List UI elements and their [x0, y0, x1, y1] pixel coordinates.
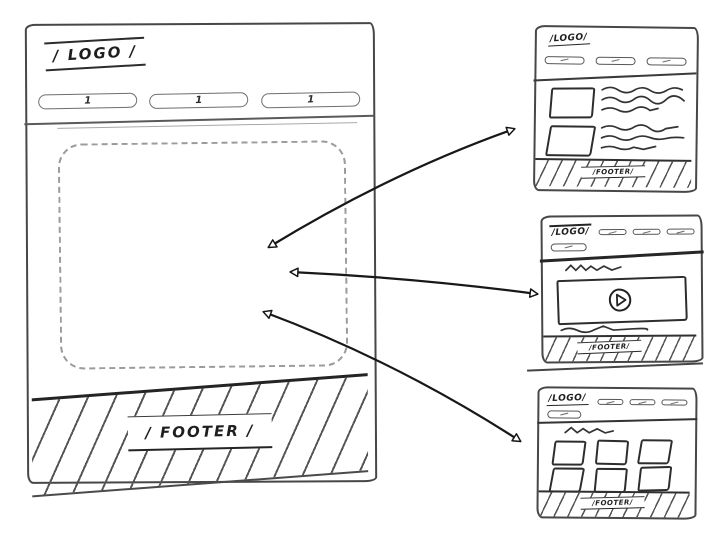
main-page-wireframe: / LOGO / 1 1 1 / FOOTER / [24, 22, 378, 498]
title-placeholder [565, 264, 622, 272]
thumbnail-list-page: /LOGO/ /FOOTER/ [532, 25, 700, 193]
logo-placeholder: /LOGO/ [549, 223, 592, 240]
title-placeholder [564, 426, 615, 434]
page-bottom-line [527, 362, 703, 372]
logo-placeholder: /LOGO/ [546, 392, 589, 407]
content-area-placeholder [57, 140, 349, 370]
header-divider [533, 72, 697, 82]
footer-label: /FOOTER/ [577, 339, 642, 355]
text-placeholder [560, 325, 649, 334]
logo-placeholder: / LOGO / [44, 36, 146, 72]
image-placeholder [544, 125, 597, 157]
footer-label: /FOOTER/ [580, 496, 645, 510]
nav-button [666, 228, 695, 235]
grid-item-placeholder [637, 465, 673, 492]
image-placeholder [548, 87, 596, 119]
nav-button [550, 243, 587, 252]
nav-button [597, 398, 624, 406]
nav-button: 1 [149, 92, 249, 109]
nav-button [544, 56, 585, 65]
grid-item-placeholder [551, 440, 587, 466]
footer-band: /FOOTER/ [543, 334, 697, 362]
media-frame [556, 275, 688, 326]
nav-button: 1 [38, 92, 138, 110]
footer-band: / FOOTER / [31, 373, 369, 498]
nav-button [661, 399, 688, 406]
grid-item-placeholder [636, 439, 674, 465]
text-placeholder [601, 86, 685, 113]
logo-placeholder: /LOGO/ [547, 31, 590, 47]
thumbnail-media-page: /LOGO/ /FOOTER/ [539, 214, 704, 364]
grid-item-placeholder [594, 439, 630, 466]
nav-button [646, 57, 687, 66]
nav-button [547, 410, 582, 419]
nav-bar [598, 228, 695, 236]
grid-item-placeholder [548, 467, 586, 493]
nav-button [629, 399, 656, 406]
nav-button: 1 [260, 91, 361, 109]
play-icon [608, 288, 632, 312]
nav-bar [544, 56, 687, 66]
footer-band: /FOOTER/ [535, 158, 692, 188]
header-divider [537, 418, 698, 424]
footer-label: /FOOTER/ [581, 165, 646, 179]
nav-button [598, 228, 627, 236]
footer-band: /FOOTER/ [538, 490, 690, 518]
nav-bar [597, 398, 688, 406]
nav-bar: 1 1 1 [38, 91, 361, 110]
grid-item-placeholder [593, 467, 628, 494]
nav-button [632, 228, 661, 235]
footer-label: / FOOTER / [127, 413, 273, 452]
thumbnail-grid-page: /LOGO/ /FOOTER/ [536, 386, 698, 520]
nav-button [595, 56, 636, 66]
text-placeholder [600, 124, 685, 151]
